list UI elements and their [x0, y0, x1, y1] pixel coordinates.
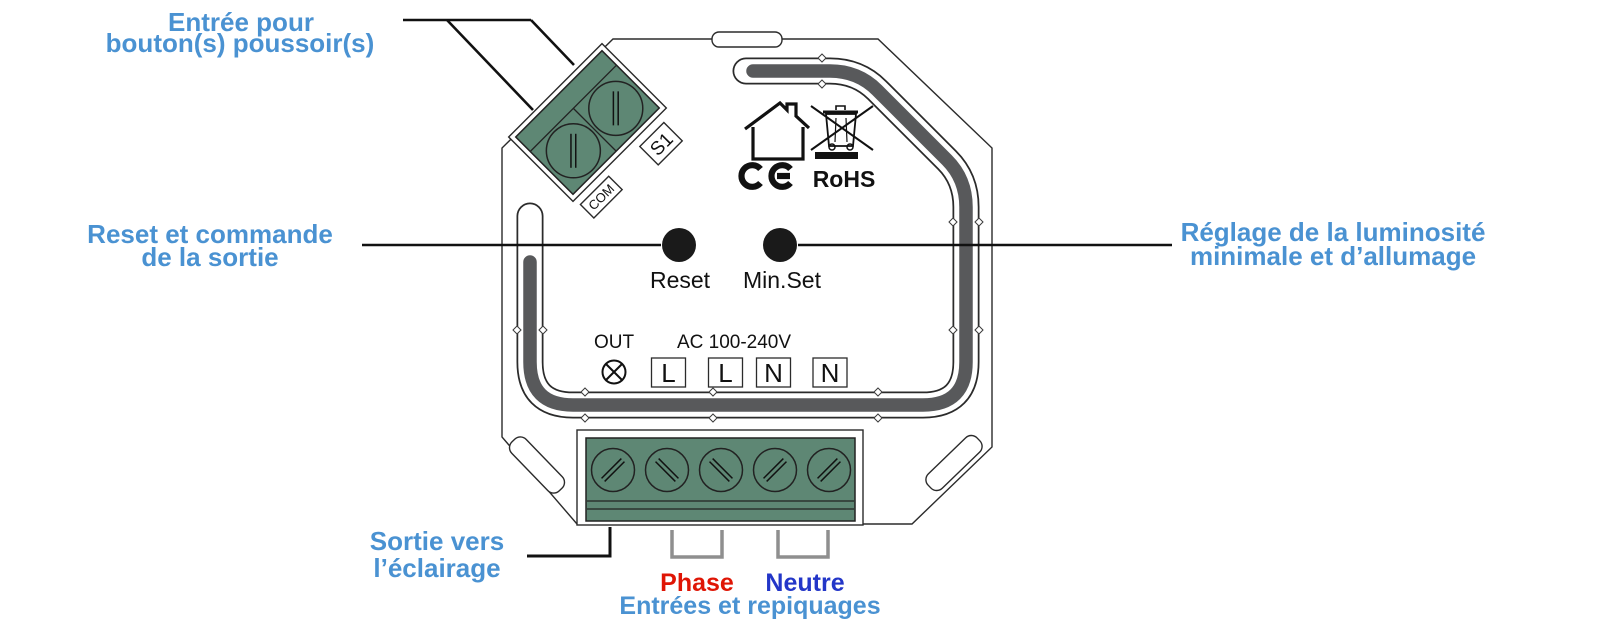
ce-mark-icon — [738, 162, 793, 190]
phase-label: Phase — [660, 569, 734, 597]
terminal-letter-l2: L — [718, 358, 732, 388]
terminal-box-n2 — [812, 357, 848, 388]
reset-label: Reset — [650, 267, 711, 293]
push-terminal-block: S1 COM — [507, 42, 684, 219]
terminal-letter-n2: N — [821, 358, 840, 388]
push-terminal-screw-com — [545, 123, 602, 179]
push-input-annotation: Entrée pour bouton(s) poussoir(s) — [106, 7, 375, 58]
antenna-wire-core — [523, 64, 973, 412]
min-brightness-annotation-line2: minimale et d’allumage — [1190, 241, 1476, 271]
push-input-leader-com — [446, 19, 534, 111]
antenna-wire — [512, 53, 984, 423]
rohs-label: RoHS — [813, 166, 876, 192]
push-input-annotation-line2: bouton(s) poussoir(s) — [106, 28, 375, 58]
top-clip-notch — [711, 31, 783, 48]
ac-rating-label: AC 100-240V — [677, 332, 791, 353]
mounting-ear-right — [925, 434, 983, 492]
out-label: OUT — [594, 332, 635, 353]
minset-button-dot — [763, 228, 797, 262]
channel-joint-marks — [512, 53, 984, 423]
min-brightness-annotation-line1: Réglage de la luminosité — [1181, 217, 1486, 247]
mounting-ear-left — [508, 436, 566, 494]
light-output-annotation-line1: Sortie vers — [370, 526, 504, 556]
com-tag — [579, 175, 624, 219]
weee-bar — [815, 152, 858, 159]
min-brightness-annotation: Réglage de la luminosité minimale et d’a… — [1181, 217, 1486, 271]
terminal-letter-l1: L — [661, 358, 675, 388]
bottom-terminal-block — [576, 429, 864, 526]
reset-annotation: Reset et commande de la sortie — [87, 219, 333, 272]
terminal-screw-1 — [590, 447, 636, 493]
phase-bracket — [670, 530, 724, 559]
neutral-label: Neutre — [765, 569, 844, 597]
push-input-annotation-line1: Entrée pour — [168, 7, 314, 37]
reset-annotation-line2: de la sortie — [141, 242, 278, 272]
light-output-leader — [527, 527, 612, 558]
light-output-annotation: Sortie vers l’éclairage — [370, 526, 504, 583]
reset-annotation-line1: Reset et commande — [87, 219, 333, 249]
terminal-screw-4 — [752, 447, 798, 493]
indoor-use-house-icon — [744, 100, 811, 161]
light-output-annotation-line2: l’éclairage — [373, 553, 500, 583]
inputs-taps-label: Entrées et repiquages — [619, 592, 880, 620]
lamp-icon — [601, 359, 627, 385]
weee-crossed-bin-icon — [810, 105, 874, 159]
mains-terminal-marks: L L N N — [650, 357, 848, 388]
push-terminal-screw-s1 — [588, 80, 644, 137]
neutral-bracket — [776, 530, 830, 559]
terminal-letter-n1: N — [764, 358, 783, 388]
terminal-box-l1 — [650, 357, 687, 388]
terminal-screw-2 — [644, 447, 690, 493]
reset-button-dot — [662, 228, 696, 262]
terminal-box-l2 — [707, 357, 744, 388]
s1-tag — [638, 121, 684, 166]
terminal-screw-5 — [806, 447, 852, 493]
minset-label: Min.Set — [743, 267, 822, 293]
terminal-screw-3 — [698, 447, 744, 493]
terminal-box-n1 — [755, 357, 792, 388]
push-input-leader-s1 — [530, 19, 575, 66]
